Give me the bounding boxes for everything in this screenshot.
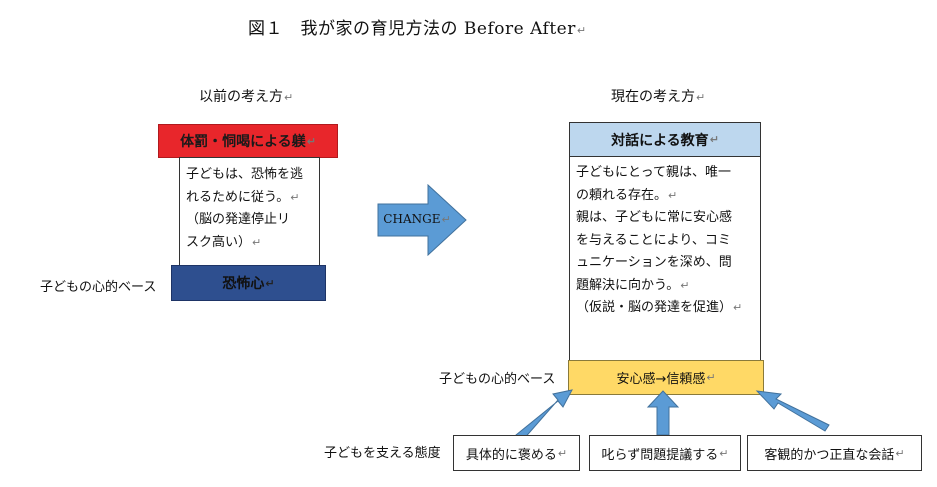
change-arrow-icon (377, 184, 467, 256)
before-description-line: 子どもは、恐怖を逃 (186, 167, 304, 182)
after-method-box: 対話による教育↵ (569, 122, 761, 157)
before-description-line: （脳の発達停止リ (186, 212, 291, 227)
after-description-line: （仮説・脳の発達を促進）↵ (576, 300, 743, 315)
change-label: CHANGE↵ (383, 212, 451, 226)
after-description-line: の頼れる存在。↵ (576, 187, 678, 203)
after-base-label: 子どもの心的ベース (439, 372, 556, 387)
support-arrow-center-icon (646, 390, 680, 436)
after-description-line: 子どもにとって親は、唯一 (576, 165, 731, 180)
after-base-box: 安心感→信頼感↵ (568, 360, 764, 395)
support-arrow-left-icon (515, 389, 573, 442)
figure-title: 図１ 我が家の育児方法の Before After↵ (248, 19, 587, 39)
support-arrow-right-icon (755, 390, 830, 432)
before-description-box: 子どもは、恐怖を逃 れるために従う。↵ （脳の発達停止リ スク高い）↵ (179, 157, 320, 267)
before-method-box: 体罰・恫喝による躾↵ (158, 124, 338, 158)
after-heading: 現在の考え方↵ (611, 89, 706, 105)
before-base-label: 子どもの心的ベース (40, 280, 157, 295)
before-description-line: スク高い）↵ (186, 234, 262, 250)
support-label: 子どもを支える態度 (324, 446, 441, 461)
after-description-line: を与えることにより、コミ (576, 232, 731, 248)
support-item-praise: 具体的に褒める↵ (453, 435, 580, 471)
after-description-line: 題解決に向かう。↵ (576, 277, 690, 293)
before-base-box: 恐怖心↵ (171, 265, 326, 301)
support-item-honest-talk: 客観的かつ正直な会話↵ (747, 435, 922, 471)
support-item-raise-issues: 叱らず問題提議する↵ (589, 435, 741, 471)
support-arrows (515, 389, 830, 442)
before-heading: 以前の考え方↵ (199, 89, 294, 105)
after-description-box: 子どもにとって親は、唯一 の頼れる存在。↵ 親は、子どもに常に安心感 を与えるこ… (569, 156, 761, 362)
after-description-line: ュニケーションを深め、問 (576, 255, 732, 270)
before-description-line: れるために従う。↵ (186, 189, 300, 205)
after-description-line: 親は、子どもに常に安心感 (576, 210, 733, 225)
